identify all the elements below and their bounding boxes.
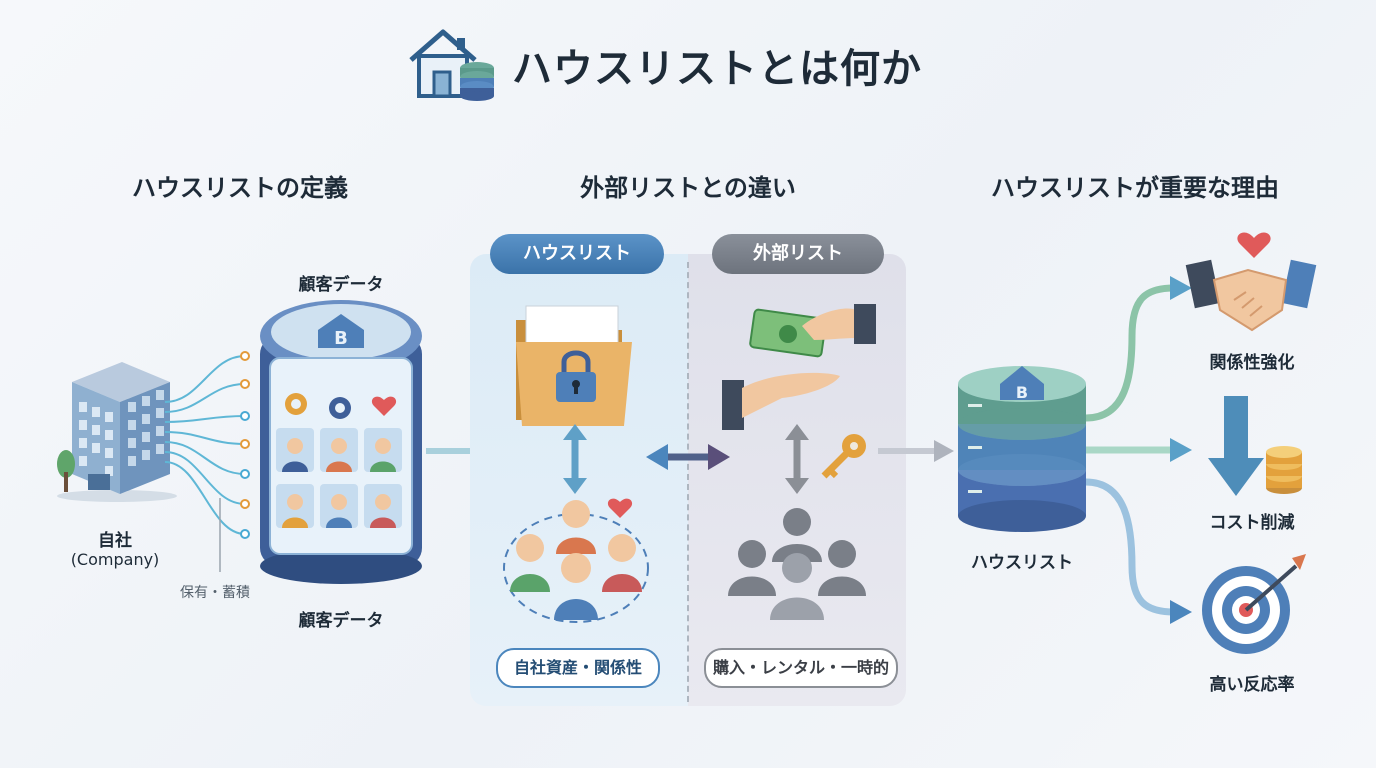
reason-response: 高い反応率 (1209, 675, 1295, 695)
people-group-icon (503, 498, 649, 623)
svg-text:B: B (334, 328, 348, 349)
receiving-hand-icon (722, 372, 840, 430)
middle-comparison-arrow (646, 440, 730, 478)
customer-data-label-bottom: 顧客データ (298, 611, 384, 631)
locked-folder (512, 300, 636, 434)
customer-data-device: B (256, 296, 426, 592)
external-list-pill: 外部リスト (712, 234, 884, 274)
data-connection-lines (160, 340, 270, 572)
section-heading-importance: ハウスリストが重要な理由 (991, 174, 1279, 202)
section-heading-difference: 外部リストとの違い (580, 174, 796, 202)
target-graphic (1200, 552, 1310, 666)
target-icon (1202, 554, 1306, 654)
panel-divider (687, 262, 689, 702)
arrow-to-importance (878, 436, 958, 470)
company-sub-label: (Company) (70, 550, 160, 569)
handshake-icon (1185, 232, 1317, 332)
company-label: 自社 (98, 531, 132, 551)
external-list-tag: 購入・レンタル・一時的 (704, 648, 898, 688)
title-icon (405, 22, 495, 104)
people-group (496, 488, 656, 642)
house-database-icon (409, 29, 494, 101)
customer-data-label-top: 顧客データ (298, 275, 384, 295)
locked-folder-icon (516, 305, 632, 426)
importance-branch-arrows (1085, 276, 1196, 630)
money-hand-icon (749, 304, 876, 358)
house-list-pill: ハウスリスト (490, 234, 664, 274)
person-icon (282, 438, 396, 528)
page-title: ハウスリストとは何か (512, 46, 922, 92)
company-building (52, 352, 182, 506)
handshake (1185, 226, 1317, 342)
house-list-db-label: ハウスリスト (971, 553, 1073, 573)
building-icon (57, 362, 177, 502)
bidirectional-arrow-house (560, 424, 590, 498)
database-stack-icon: B (958, 366, 1086, 532)
house-list-database: B (954, 362, 1090, 546)
reason-relationship: 関係性強化 (1209, 353, 1295, 373)
heart-icon (371, 396, 397, 416)
key (818, 432, 870, 488)
bidirectional-arrow-external (782, 424, 812, 498)
tablet-database-icon: B (260, 300, 422, 584)
cost-reduction-graphic (1206, 396, 1306, 504)
key-icon (821, 434, 866, 479)
svg-text:B: B (1016, 383, 1028, 402)
gear-icon (285, 393, 307, 415)
house-list-tag: 自社資産・関係性 (496, 648, 660, 688)
gray-people (722, 504, 872, 628)
gray-people-icon (728, 508, 866, 620)
store-label: 保有・蓄積 (180, 585, 250, 601)
section-heading-definition: ハウスリストの定義 (132, 174, 348, 202)
reason-cost: コスト削減 (1209, 513, 1295, 533)
down-arrow-coins-icon (1208, 396, 1302, 496)
money-hand (749, 296, 876, 370)
receiving-hand (722, 366, 846, 440)
